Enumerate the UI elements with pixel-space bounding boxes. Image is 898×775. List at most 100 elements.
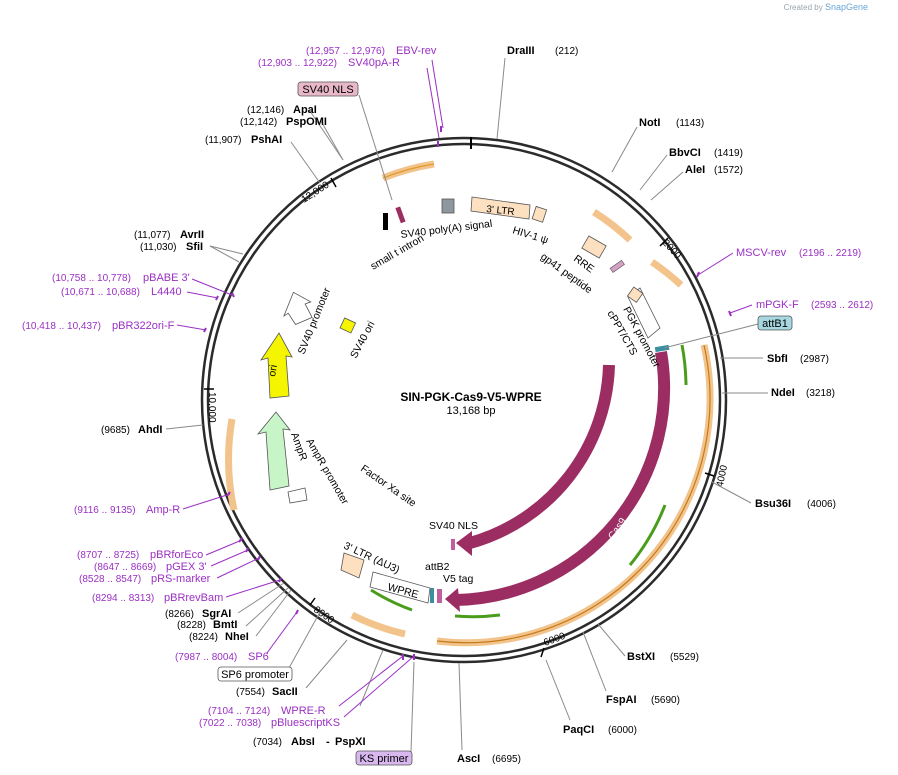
svg-text:ApaI: ApaI [293,104,317,116]
ampr-arrow [256,411,291,491]
enzyme-avrii: (11,077) AvrII [134,229,204,241]
wpre-box [369,571,431,604]
hiv1-psi-box [531,205,548,223]
enzyme-fspai: FspAI(5690) [606,694,680,706]
enzyme-ahdi: (9685)AhdI [101,424,162,436]
svg-text:PaqCI: PaqCI [563,724,594,736]
enzyme-leaders [165,57,768,751]
svg-text:pBRforEco: pBRforEco [150,549,203,561]
enzyme-noti: NotI(1143) [639,117,704,129]
primer-amp-r: (9116 .. 9135)Amp-R [74,504,180,516]
svg-text:(8294 .. 8313): (8294 .. 8313) [92,593,154,604]
svg-text:(7022 .. 7038): (7022 .. 7038) [199,718,261,729]
svg-text:AvrII: AvrII [180,229,204,241]
svg-text:(8647 .. 8669): (8647 .. 8669) [94,562,156,573]
svg-text:SP6: SP6 [248,651,269,663]
svg-text:PshAI: PshAI [251,134,282,146]
feature-factor-xa-site: Factor Xa site [358,463,418,510]
boxed-label-attb1: attB1 [757,315,793,331]
ampr-promoter-arrow [287,487,308,504]
svg-text:(11,077): (11,077) [134,230,171,241]
cas9-inner-arrowhead [456,531,472,556]
svg-text:(12,146): (12,146) [247,105,284,116]
tick-label-2000: 2000 [660,238,683,262]
svg-text:L4440: L4440 [151,286,182,298]
enzyme-bsu36i: Bsu36I(4006) [755,498,836,510]
sv40-nls-box-leader [358,94,393,201]
feature-ori: ori [266,364,280,378]
cas9-outer-arrowhead [445,588,460,612]
boxed-label-ks-primer: KS primer [355,750,413,766]
sv40-nls-top-marker [395,206,406,224]
svg-text:Bsu36I: Bsu36I [755,498,791,510]
primer-sp6: (7987 .. 8004) SP6 [175,651,269,663]
green-arc-2 [628,504,667,566]
svg-text:NdeI: NdeI [771,387,795,399]
svg-text:(12,957 .. 12,976): (12,957 .. 12,976) [306,46,385,57]
tick-12000 [330,177,337,188]
primer-pbabe3: (10,758 .. 10,778)pBABE 3' [52,272,190,284]
svg-text:AleI: AleI [685,164,705,176]
tick-label-10000: 10,000 [206,392,217,423]
svg-text:(9685): (9685) [101,425,130,436]
enzyme-absi-pspxi: (7034)AbsI-PspXI [253,736,366,748]
svg-text:attB1: attB1 [762,318,788,330]
enzyme-bbvci: BbvCI(1419) [669,147,743,159]
orange-arc-a [592,209,633,243]
svg-text:(1143): (1143) [676,118,704,129]
v5-tag-marker [437,589,442,603]
svg-text:pRS-marker: pRS-marker [151,573,211,585]
svg-text:pBABE 3': pBABE 3' [143,272,190,284]
svg-text:KS primer: KS primer [360,753,409,765]
primer-sv40pa-r: (12,903 .. 12,922)SV40pA-R [258,57,400,69]
sv40-nls-marker [451,539,455,550]
backbone-inner-strand [206,142,722,658]
svg-text:(7987 .. 8004): (7987 .. 8004) [175,652,237,663]
primer-l4440: (10,671 .. 10,688) L4440 [61,286,182,298]
backbone-outer-strand [200,136,728,664]
ltr-3prime-feature: 3' LTR [470,196,531,220]
feature-hiv1-psi: HIV-1 ψ [511,224,550,246]
svg-text:pBR322ori-F: pBR322ori-F [112,320,175,332]
svg-text:PspOMI: PspOMI [286,116,327,128]
enzyme-pspomi: (12,142)PspOMI [240,116,327,128]
feature-sv40-nls: SV40 NLS [429,520,478,532]
svg-text:(12,903 .. 12,922): (12,903 .. 12,922) [258,58,337,69]
svg-text:(11,030): (11,030) [140,242,177,253]
svg-text:pBRrevBam: pBRrevBam [164,592,223,604]
primer-pgex3: (8647 .. 8669)pGEX 3' [94,561,207,573]
enzyme-bmti: (8228)BmtI [177,619,237,631]
enzyme-draiii: DraIII (212) [507,45,578,57]
sp6-promoter-box-leader [288,611,321,669]
tick-label-8000: 8000 [311,604,336,626]
ori-arrow [260,332,293,399]
svg-text:(8707 .. 8725): (8707 .. 8725) [77,550,139,561]
orange-arc-b [650,259,684,288]
enzyme-ndei: NdeI(3218) [771,387,835,399]
tick-6000 [540,647,545,658]
orange-arc-sp6 [350,611,406,638]
orange-arc-ampr [225,418,238,511]
svg-text:(10,671 .. 10,688): (10,671 .. 10,688) [61,287,140,298]
rre-box [581,235,607,259]
primer-ebv-rev: (12,957 .. 12,976)EBV-rev [306,45,437,57]
tick-2000 [659,237,669,247]
cas9-outer-arc [454,350,671,606]
svg-text:(212): (212) [555,46,578,57]
svg-text:SfiI: SfiI [186,241,203,253]
svg-text:SgrAI: SgrAI [202,608,231,620]
svg-text:NheI: NheI [225,631,249,643]
enzyme-paqci: PaqCI(6000) [563,724,637,736]
feature-small-t-intron: small t intron [369,232,427,272]
attb2-marker [430,588,434,603]
svg-text:(5690): (5690) [651,695,680,706]
ltr-du3-box [340,552,365,579]
svg-text:WPRE-R: WPRE-R [281,705,326,717]
primer-pbr322ori-f: (10,418 .. 10,437) pBR322ori-F [22,320,175,332]
snapgene-credit: Created by SnapGene [783,2,868,12]
sv40-promoter-arrow [283,291,313,325]
svg-text:DraIII: DraIII [507,45,535,57]
svg-text:(8266): (8266) [165,609,194,620]
svg-text:(10,418 .. 10,437): (10,418 .. 10,437) [22,321,101,332]
svg-text:AscI: AscI [457,753,480,765]
